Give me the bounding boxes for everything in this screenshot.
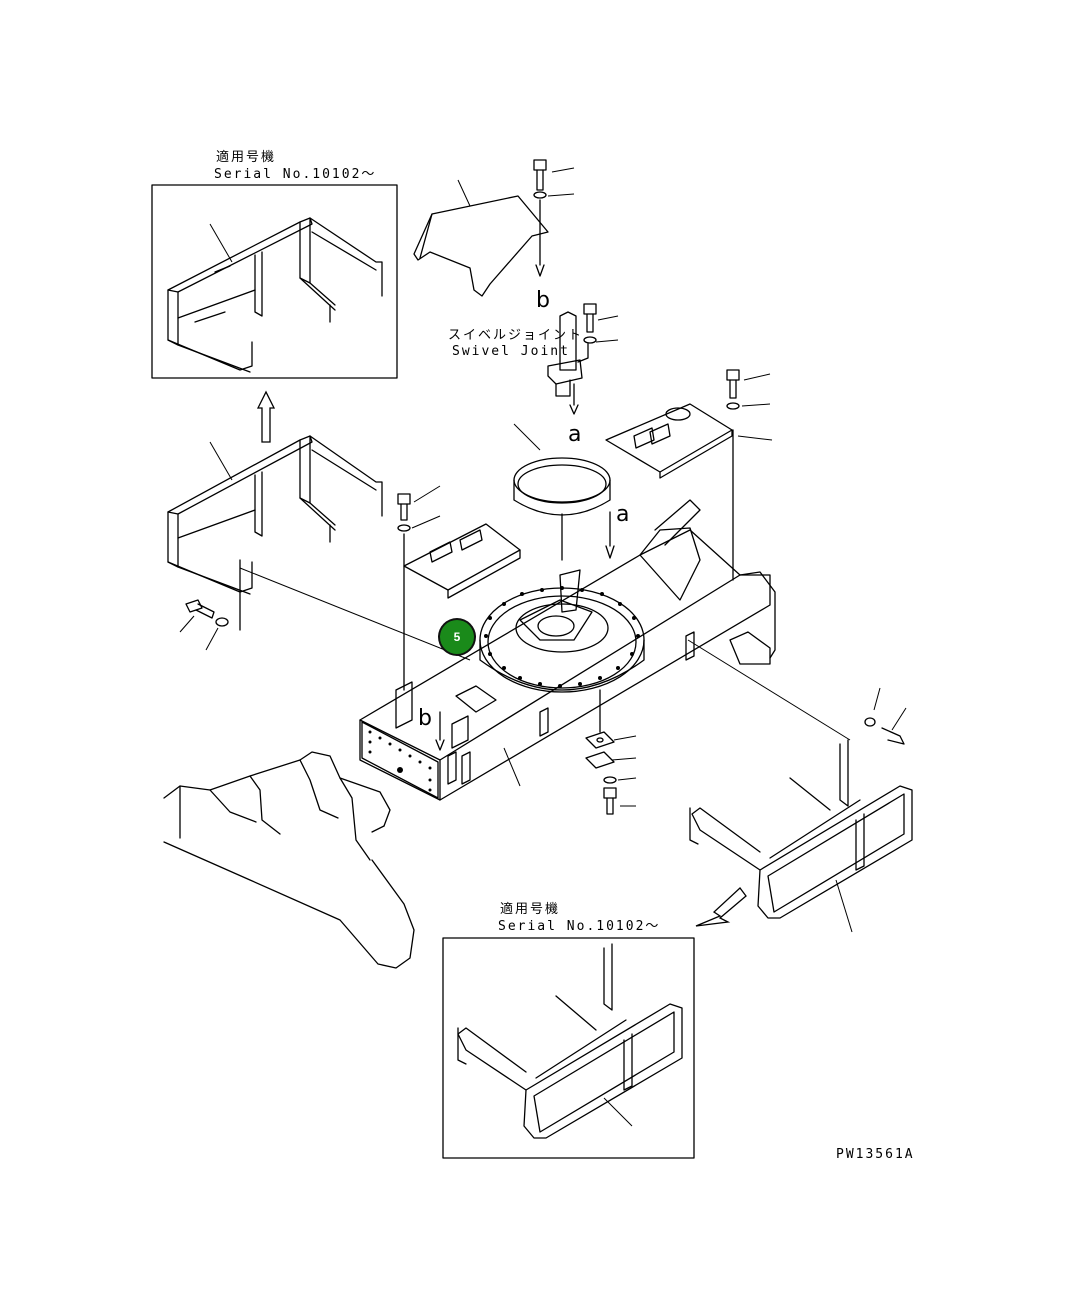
top-cover-plate	[413, 195, 549, 297]
inset-top-box	[151, 184, 398, 379]
inset-top-jp-label: 適用号機	[216, 150, 277, 165]
left-bolt	[185, 599, 229, 627]
swivel-bolt	[577, 303, 597, 363]
arrow-a-lower	[605, 511, 615, 559]
right-guard-rail	[689, 739, 913, 919]
right-bolt	[726, 369, 740, 581]
down-left-arrow	[695, 887, 747, 927]
view-letter-b-upper: b	[536, 288, 550, 313]
main-frame	[359, 499, 776, 801]
up-arrow	[256, 390, 276, 443]
callout-part-5[interactable]: 5	[440, 620, 474, 654]
front-plate-bolt-holes	[368, 730, 432, 792]
right-cover-plate	[605, 403, 733, 479]
right-guard-bolt	[864, 717, 905, 745]
inset-bottom-jp-label: 適用号機	[500, 902, 561, 917]
view-letter-b-lower: b	[418, 706, 432, 731]
swivel-joint-en-label: Swivel Joint	[452, 344, 570, 359]
swivel-joint	[547, 311, 583, 415]
swing-circle-bolt-holes	[484, 586, 640, 688]
arrow-b-lower	[435, 711, 445, 751]
inset-bottom-guard-rail	[457, 943, 683, 1139]
inset-top-guard-rail	[167, 217, 383, 373]
swing-circle	[479, 569, 645, 693]
left-cover-bolt	[397, 493, 411, 691]
top-bolt-1	[533, 159, 547, 277]
left-cover-plate	[403, 523, 521, 599]
inset-bottom-box	[442, 937, 695, 1159]
track-frame	[163, 751, 415, 969]
lower-gasket	[585, 689, 617, 815]
view-letter-a-lower: a	[616, 502, 630, 527]
swing-ring	[513, 457, 611, 561]
view-letter-a-upper: a	[568, 422, 582, 447]
left-guard-rail	[167, 435, 383, 631]
inset-bottom-serial-label: Serial No.10102～	[498, 919, 661, 934]
drawing-number: PW13561A	[836, 1147, 915, 1162]
swivel-joint-jp-label: スイベルジョイント	[448, 328, 584, 343]
callout-number: 5	[453, 630, 461, 644]
inset-top-serial-label: Serial No.10102～	[214, 167, 377, 182]
